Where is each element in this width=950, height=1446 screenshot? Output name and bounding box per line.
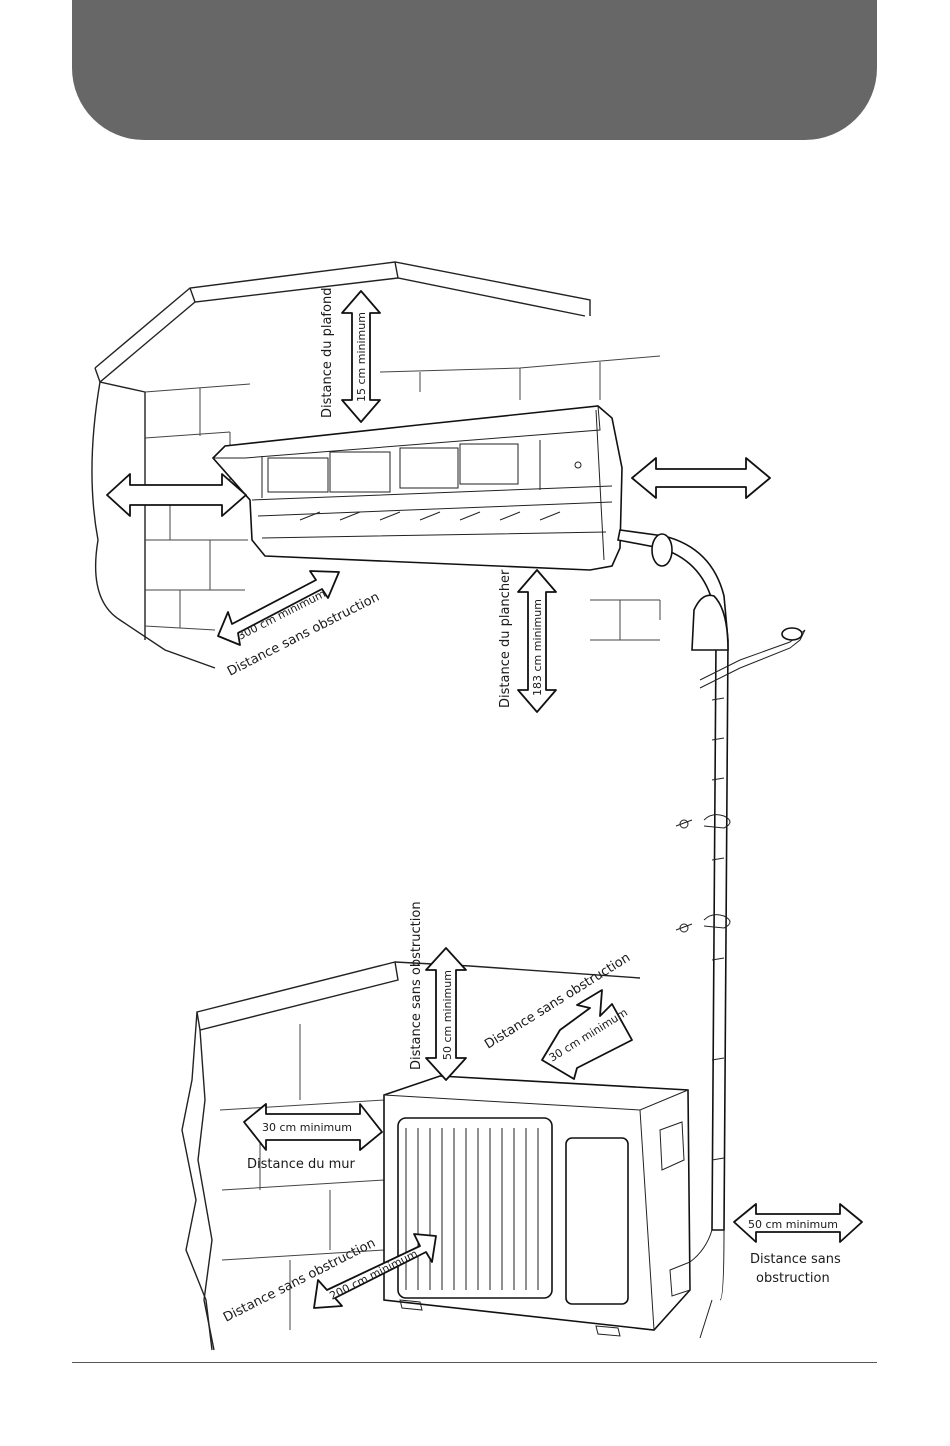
- outdoor-wall-min-label: 30 cm minimum: [262, 1121, 352, 1134]
- outdoor-wall-distance-label: Distance du mur: [247, 1157, 356, 1172]
- floor-clearance-arrow: [517, 569, 557, 713]
- outdoor-side-min-label: 50 cm minimum: [748, 1218, 838, 1231]
- right-clearance-arrow: [631, 457, 771, 499]
- floor-distance-label: Distance du plancher: [498, 569, 513, 708]
- refrigerant-pipe: [617, 529, 806, 1339]
- ceiling-min-label: 15 cm minimum: [355, 312, 368, 402]
- outdoor-front-clearance-arrow: [313, 1233, 437, 1309]
- outdoor-top-min-label: 50 cm minimum: [441, 970, 454, 1060]
- ceiling-clearance-arrow: [341, 290, 381, 423]
- outdoor-top-clearance-arrow: [425, 947, 467, 1081]
- left-clearance-arrow: [106, 473, 247, 517]
- outdoor-top-clear-label: Distance sans obstruction: [409, 901, 424, 1070]
- outdoor-side-clear-label-1: Distance sans: [750, 1252, 841, 1267]
- front-clearance-arrow: [217, 570, 340, 646]
- footer-rule: [72, 1362, 877, 1363]
- ceiling-distance-label: Distance du plafond: [320, 288, 335, 418]
- floor-min-label: 183 cm minimum: [531, 599, 544, 696]
- outdoor-side-clear-label-2: obstruction: [756, 1271, 830, 1286]
- outdoor-back-clearance-arrow: [541, 989, 633, 1080]
- outdoor-side-clearance-arrow: [733, 1203, 863, 1243]
- outdoor-wall: [181, 961, 641, 1351]
- outdoor-wall-clearance-arrow: [243, 1103, 383, 1151]
- indoor-unit: [211, 405, 623, 571]
- header-banner: [72, 0, 877, 140]
- outdoor-unit: [383, 1075, 691, 1337]
